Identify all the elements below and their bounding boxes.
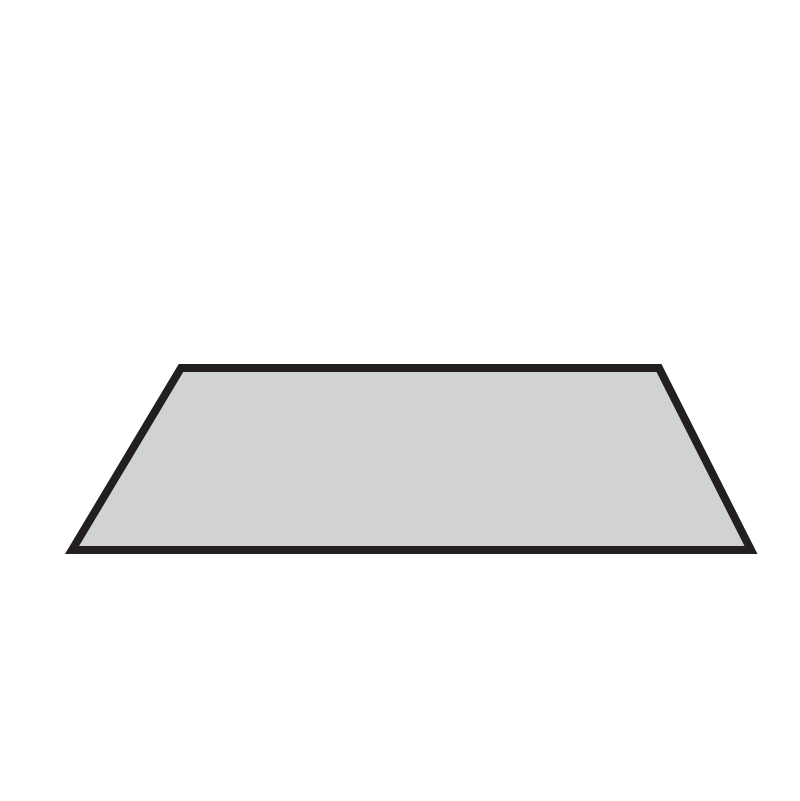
trapezoid-shape xyxy=(64,364,758,554)
